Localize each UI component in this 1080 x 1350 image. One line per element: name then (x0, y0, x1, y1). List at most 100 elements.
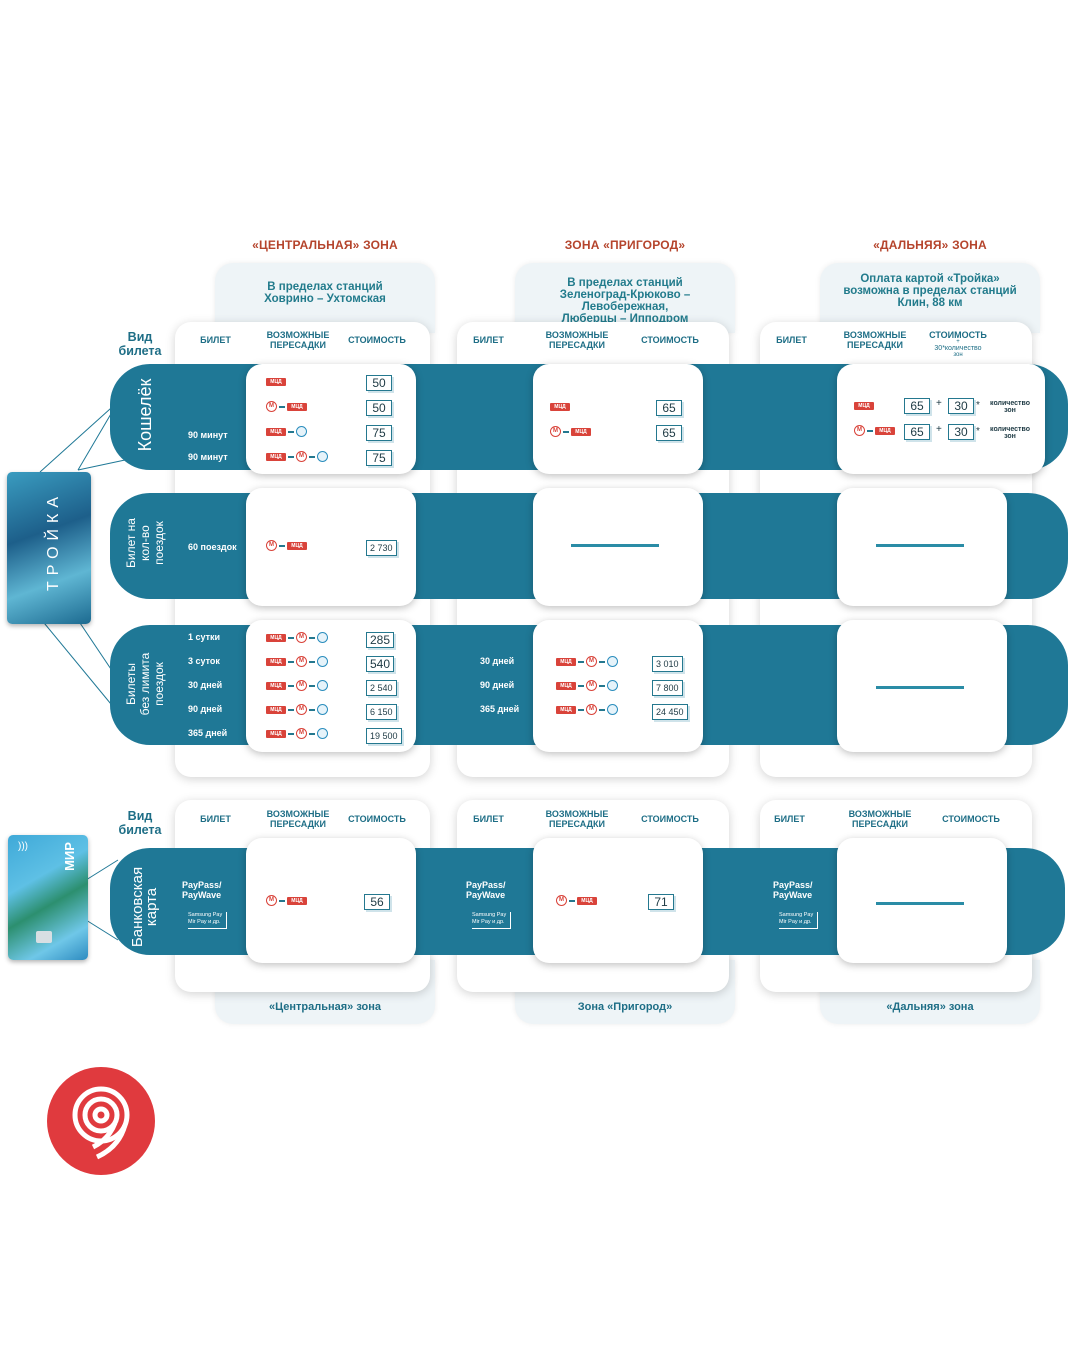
col-bilet: БИЛЕТ (473, 335, 504, 345)
vid-line: Вид (127, 330, 153, 344)
ticket-label: 60 поездок (188, 542, 237, 552)
price: 285 (366, 632, 395, 648)
zone-desc-line: В пределах станций (567, 277, 683, 289)
bus-stop-icon (296, 426, 307, 438)
mcd-icon: МЦД (556, 705, 576, 714)
col-cost: СТОИМОСТЬ (641, 335, 699, 345)
connector-lines-mir (85, 859, 119, 941)
col-bilet: БИЛЕТ (776, 335, 807, 345)
mir-logo: МИР (62, 842, 78, 871)
price: 75 (366, 450, 392, 466)
mcd-icon: МЦД (571, 427, 591, 436)
zone-footer-central: «Центральная» зона (268, 1001, 382, 1013)
col-transfers-line: ПЕРЕСАДКИ (549, 819, 605, 829)
route-mcd: МЦД (550, 401, 570, 413)
metro-icon: М (296, 704, 307, 716)
route-metro-mcd: М МЦД (854, 425, 895, 437)
label-line: карта (143, 887, 160, 927)
ticket-label: 90 дней (188, 704, 223, 714)
metro-icon: М (296, 656, 307, 668)
not-available-line (876, 902, 964, 905)
col-cost: СТОИМОСТЬ (348, 335, 406, 345)
zone-desc-line: В пределах станций (267, 281, 383, 293)
mcd-icon: МЦД (266, 657, 286, 666)
route-mcd-metro-bus: МЦД М (266, 451, 328, 463)
bus-stop-icon (317, 451, 328, 463)
col-cost: СТОИМОСТЬ (348, 814, 406, 824)
col-bilet: БИЛЕТ (473, 814, 504, 824)
metro-icon: М (296, 451, 307, 463)
bus-stop-icon (607, 656, 618, 668)
ticket-label: 30 дней (188, 680, 223, 690)
mcd-icon: МЦД (266, 729, 286, 738)
chip-icon (36, 931, 52, 943)
zone-desc-line: Зеленоград-Крюково – Левобережная, (559, 289, 691, 313)
mcd-icon: МЦД (266, 633, 286, 642)
ticket-label: 365 дней (188, 728, 228, 738)
zone-footer-suburb: Зона «Пригород» (577, 1001, 673, 1013)
metro-icon: М (854, 425, 865, 437)
vid-line: билета (118, 344, 162, 358)
mcd-icon: МЦД (287, 402, 307, 411)
col-cost-far: СТОИМОСТЬ + 30*количество зон (922, 330, 994, 358)
not-available-line (571, 544, 659, 547)
price: 3 010 (652, 656, 683, 672)
paypass-label: PayPass/PayWave (182, 880, 222, 900)
ticket-label: 90 минут (188, 452, 228, 462)
label-line: Билеты (124, 663, 138, 705)
route-mcd-metro-bus: МЦД М (266, 656, 328, 668)
ticket-label: 30 дней (480, 656, 515, 666)
col-transfers-line: ВОЗМОЖНЫЕ (545, 809, 609, 819)
mcd-icon: МЦД (266, 452, 286, 461)
not-available-line (876, 686, 964, 689)
col-transfers-line: ВОЗМОЖНЫЕ (266, 330, 330, 340)
mcd-icon: МЦД (266, 377, 286, 386)
zone-desc-central: В пределах станций Ховрино – Ухтомская (215, 263, 435, 333)
zone-title-central: «ЦЕНТРАЛЬНАЯ» ЗОНА (252, 238, 398, 252)
bus-stop-icon (317, 728, 328, 740)
zone-title-far: «ДАЛЬНЯЯ» ЗОНА (873, 238, 987, 252)
bus-stop-icon (317, 704, 328, 716)
price: 65 (656, 425, 682, 441)
contactless-icon: ))) (18, 841, 28, 852)
card-bank-far (837, 838, 1007, 963)
col-transfers-line: ПЕРЕСАДКИ (549, 340, 605, 350)
mcd-icon: МЦД (556, 657, 576, 666)
ticket-label: 3 суток (188, 656, 220, 666)
bus-stop-icon (317, 656, 328, 668)
zone-desc-far: Оплата картой «Тройка» возможна в предел… (820, 263, 1040, 333)
metro-icon: М (266, 540, 277, 552)
bus-stop-icon (607, 680, 618, 692)
price: 50 (366, 375, 392, 391)
plus-sign: + (936, 424, 942, 435)
col-transfers-line: ПЕРЕСАДКИ (270, 340, 326, 350)
col-cost: СТОИМОСТЬ (641, 814, 699, 824)
price: 71 (648, 894, 674, 910)
metro-icon: М (266, 401, 277, 413)
route-mcd: МЦД (266, 376, 286, 388)
price: 50 (366, 400, 392, 416)
metro-icon: М (296, 632, 307, 644)
col-bilet: БИЛЕТ (200, 814, 231, 824)
zone-desc-line: Оплата картой «Тройка» (860, 273, 1000, 285)
transport-logo-icon (47, 1067, 155, 1175)
route-mcd-bus: МЦД (266, 426, 307, 438)
mcd-icon: МЦД (875, 426, 895, 435)
route-metro-mcd: М МЦД (266, 401, 307, 413)
zone-title-suburb: ЗОНА «ПРИГОРОД» (564, 238, 686, 252)
paypass-label: PayPass/PayWave (773, 880, 813, 900)
